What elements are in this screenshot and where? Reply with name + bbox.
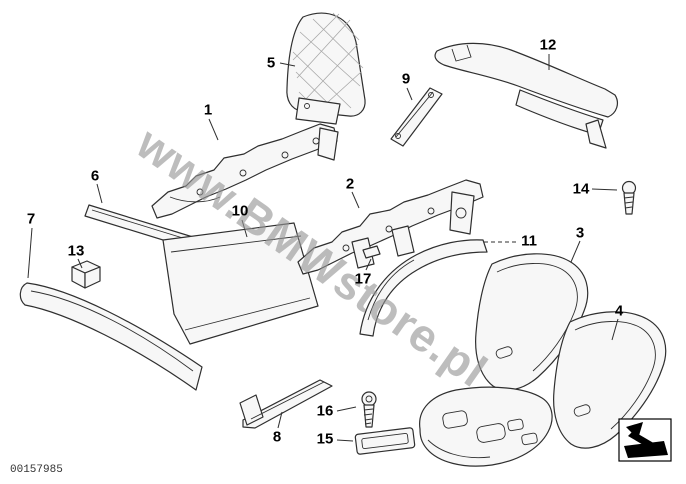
callout-13[interactable]: 13 [67,242,85,260]
callout-1[interactable]: 1 [203,101,213,119]
callout-11[interactable]: 11 [521,232,537,250]
callout-3[interactable]: 3 [575,224,585,242]
callout-5[interactable]: 5 [266,54,276,72]
callout-10[interactable]: 10 [231,202,249,220]
leader-lines [27,54,619,442]
part-15-cover-cap [354,427,416,455]
part-17-clip [362,245,381,259]
callout-8[interactable]: 8 [272,428,282,446]
callout-4[interactable]: 4 [614,302,624,320]
part-9-rail-trim [390,87,443,147]
part-16-screw [361,391,377,428]
part-10-seat-pan-cover [162,222,319,345]
part-2-seat-frame [297,179,484,275]
part-5-backrest-side-panel [286,12,366,125]
callout-15[interactable]: 15 [316,430,334,448]
part-14-pin [621,180,637,215]
part-3-side-trim-panel [475,253,589,391]
callout-2[interactable]: 2 [345,175,355,193]
callout-16[interactable]: 16 [316,402,334,420]
switch-trim-panel [419,386,553,467]
view-direction-arrow-icon [618,418,672,462]
callout-7[interactable]: 7 [26,210,36,228]
callout-17[interactable]: 17 [354,270,372,288]
part-12-upper-trim-cover [434,42,618,149]
callout-14[interactable]: 14 [572,180,590,198]
part-7-side-finisher [19,282,203,391]
part-8-rail-cover [239,379,333,429]
image-id: 00157985 [10,464,63,476]
callout-9[interactable]: 9 [401,70,411,88]
callout-12[interactable]: 12 [539,36,557,54]
callout-6[interactable]: 6 [90,167,100,185]
part-13-cap-block [71,260,101,289]
part-1-seat-frame [151,123,339,219]
part-11-trim-cover [359,239,488,337]
